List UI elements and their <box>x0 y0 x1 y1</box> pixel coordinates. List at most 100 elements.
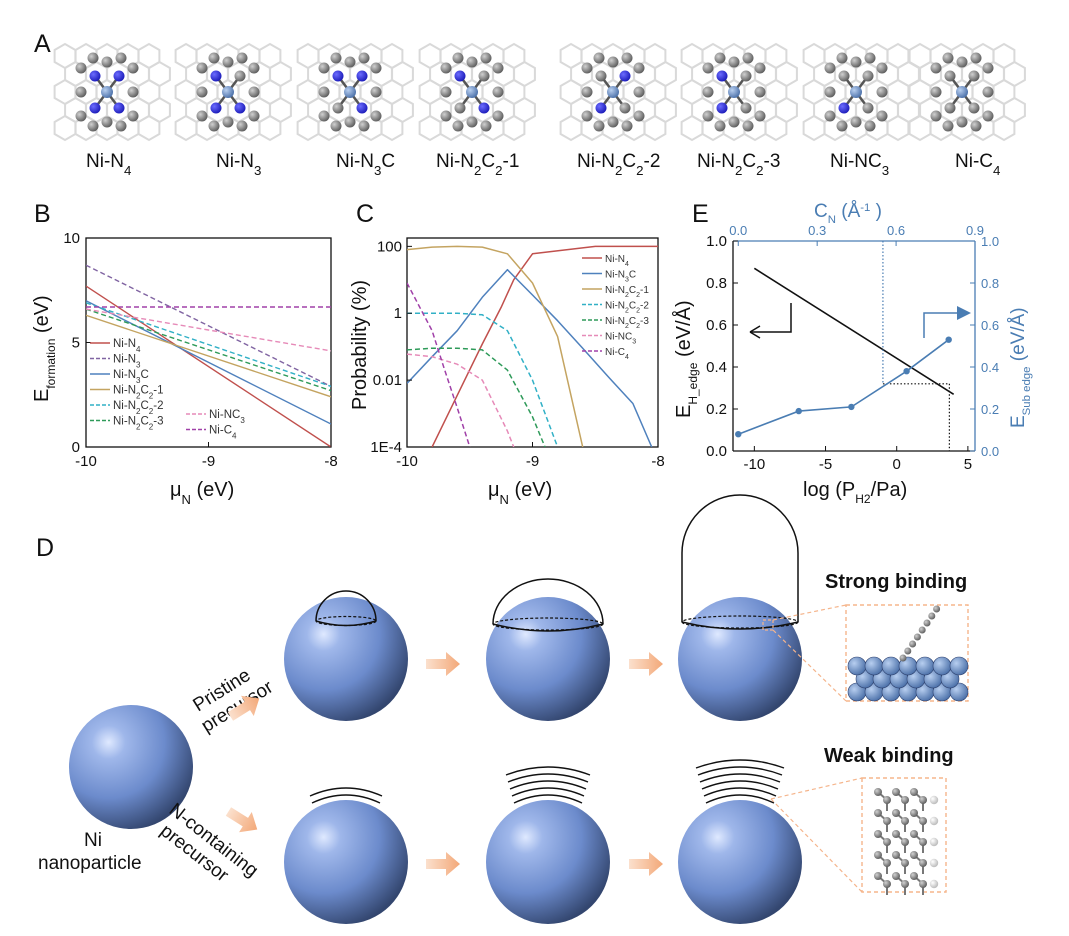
carbon-atom <box>944 70 956 82</box>
carbon-atom <box>864 120 876 132</box>
y-tick-label: 0.01 <box>373 372 402 389</box>
nickel-atom <box>915 656 935 676</box>
carbon-atom <box>836 52 848 64</box>
y-tick-label: 0 <box>72 439 80 456</box>
carbon-atom <box>607 116 619 128</box>
y-axis-label: Probability (%) <box>349 280 371 410</box>
process-arrow-icon <box>426 652 460 676</box>
carbon-atom <box>248 86 260 98</box>
carbon-atom <box>318 62 330 74</box>
carbon-atom <box>982 86 994 98</box>
panel-d: D Ni nanoparticle Pristine precursor N-c… <box>36 494 969 924</box>
structure-label: Ni-N2C2-3 <box>697 151 780 178</box>
carbon-atom <box>970 52 982 64</box>
carbon-atom <box>892 788 900 796</box>
right-y-tick-label: 1.0 <box>981 234 999 249</box>
carbon-atom <box>358 120 370 132</box>
nitrogen-atom <box>89 70 101 82</box>
right-y-tick-label: 0.0 <box>981 444 999 459</box>
carbon-atom <box>633 62 645 74</box>
weak-binding-inset <box>770 777 947 895</box>
zoom-line <box>772 629 847 702</box>
nitrogen-atom <box>89 102 101 114</box>
carbon-atom <box>330 120 342 132</box>
carbon-atom <box>101 116 113 128</box>
cap-front <box>315 620 377 627</box>
carbon-atom <box>862 102 874 114</box>
carbon-atom <box>370 110 382 122</box>
tube-front <box>681 621 799 630</box>
carbon-atom <box>702 86 714 98</box>
right-y-tick-label: 0.8 <box>981 276 999 291</box>
carbon-atom <box>910 851 918 859</box>
panel-e-letter: E <box>692 200 709 228</box>
strong-binding-label: Strong binding <box>825 571 967 593</box>
lattice-hexagon <box>802 114 826 142</box>
graphene-layer <box>699 773 781 783</box>
carbon-atom <box>633 86 645 98</box>
nitrogen-atom <box>478 102 490 114</box>
carbon-atom <box>904 647 912 655</box>
lattice-hexagon <box>418 114 442 142</box>
carbon-atom <box>874 830 882 838</box>
structure-ni-n2c2-1: Ni-N2C2-1 <box>418 42 536 178</box>
series-line-ni-nc3 <box>86 308 331 352</box>
series-line-ni-n2c2-2 <box>407 312 559 447</box>
graphene-layer <box>697 766 783 776</box>
y-tick-label: 0.2 <box>706 401 727 418</box>
carbon-atom <box>942 52 954 64</box>
carbon-atom <box>115 120 127 132</box>
carbon-atom <box>968 70 980 82</box>
ni-nanoparticle-sphere <box>69 705 193 829</box>
panel-c-letter: C <box>356 200 374 228</box>
structure-label: Ni-N4 <box>86 151 131 178</box>
carbon-atom <box>581 86 593 98</box>
lattice-hexagon <box>992 114 1016 142</box>
carbon-atom <box>901 796 909 804</box>
carbon-atom <box>982 62 994 74</box>
structure-label: Ni-N3C <box>336 151 395 178</box>
nitrogen-atom <box>210 102 222 114</box>
y-tick-label: 1 <box>394 305 402 322</box>
carbon-atom <box>850 56 862 68</box>
carbon-atom <box>478 70 490 82</box>
legend-label: Ni-N2C2-3 <box>113 416 164 432</box>
nitrogen-atom <box>356 102 368 114</box>
carbon-atom <box>982 110 994 122</box>
carbon-atom <box>581 62 593 74</box>
x-tick-label: -10 <box>744 456 766 473</box>
ni-sphere <box>284 800 408 924</box>
structure-ni-n2c2-2: Ni-N2C2-2 <box>559 42 677 178</box>
nitrogen-atom <box>234 102 246 114</box>
carbon-atom <box>127 86 139 98</box>
process-arrows <box>225 652 663 876</box>
carbon-atom <box>75 62 87 74</box>
nitrogen-atom <box>332 70 344 82</box>
carbon-atom <box>883 880 891 888</box>
carbon-atom <box>919 838 927 846</box>
carbon-atom <box>930 62 942 74</box>
nitrogen-atom <box>454 70 466 82</box>
lattice-hexagon <box>643 114 667 142</box>
carbon-atom <box>892 872 900 880</box>
ni-sphere <box>486 597 610 721</box>
legend-label: Ni-NC3 <box>209 409 245 425</box>
carbon-atom <box>883 859 891 867</box>
carbon-atom <box>864 52 876 64</box>
top-x-tick-label: 0.0 <box>729 223 747 238</box>
zoom-line <box>770 777 863 800</box>
nickel-atom <box>101 86 113 98</box>
legend-label: Ni-N4 <box>605 254 629 268</box>
right-y-tick-label: 0.2 <box>981 402 999 417</box>
carbon-atom <box>956 116 968 128</box>
nickel-atom <box>850 86 862 98</box>
zoom-line <box>772 604 847 621</box>
legend-label: Ni-N2C2-1 <box>113 385 164 401</box>
series-line-ni-n4 <box>431 245 658 447</box>
sub-edge-marker <box>848 403 855 411</box>
carbon-atom <box>440 62 452 74</box>
series-line-ni-n2c2-1 <box>407 245 584 447</box>
x-tick-label: -10 <box>396 453 418 470</box>
